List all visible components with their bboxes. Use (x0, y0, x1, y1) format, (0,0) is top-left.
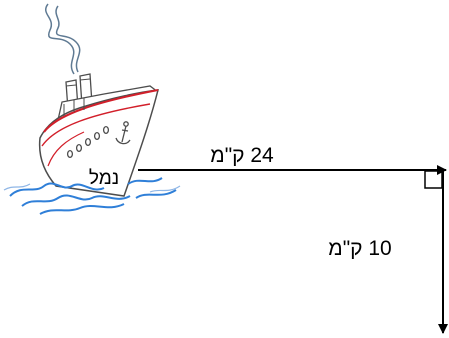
port-label: נמל (89, 168, 119, 189)
cruise-ship-icon (3, 3, 181, 215)
vertical-distance-label: 10 ק"מ (328, 237, 391, 260)
water-waves (9, 177, 177, 215)
anchor-icon (115, 121, 131, 145)
right-angle-marker-icon (424, 170, 443, 189)
horizontal-distance-label: 24 ק"מ (210, 144, 274, 167)
smoke-icon (45, 3, 75, 75)
